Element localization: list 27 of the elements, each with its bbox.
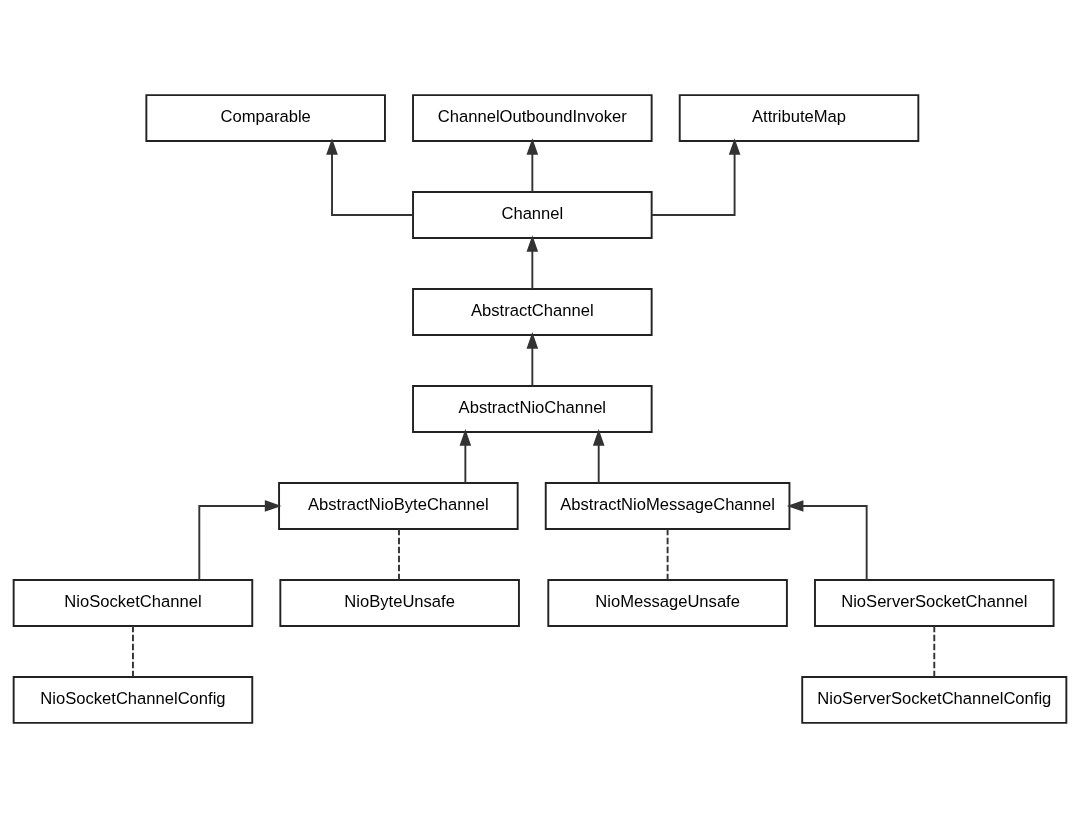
arrow (326, 137, 414, 216)
arrow (650, 137, 741, 216)
node-box: AbstractNioMessageChannel (544, 481, 791, 530)
node-box: NioServerSocketChannelConfig (801, 675, 1068, 724)
node-box: AbstractChannel (412, 287, 653, 336)
node-box: Channel (412, 190, 653, 239)
arrow (526, 137, 539, 193)
node-box: NioByteUnsafe (279, 578, 520, 627)
node-box: NioSocketChannelConfig (12, 675, 254, 724)
arrow (786, 499, 868, 581)
node-box: AttributeMap (678, 93, 920, 142)
arrow (592, 428, 605, 484)
connector (398, 527, 400, 581)
node-box: NioServerSocketChannel (814, 578, 1055, 627)
node-box: NioMessageUnsafe (547, 578, 788, 627)
arrow (198, 499, 282, 581)
node-box: Comparable (145, 93, 386, 142)
node-box: NioSocketChannel (12, 578, 254, 627)
arrow (526, 331, 539, 387)
connector (933, 624, 936, 678)
connector (666, 527, 669, 581)
node-box: AbstractNioChannel (412, 384, 653, 433)
arrow (526, 234, 539, 290)
arrow (459, 428, 472, 484)
connector (132, 624, 134, 678)
node-box: AbstractNioByteChannel (278, 481, 519, 530)
node-box: ChannelOutboundInvoker (412, 93, 653, 142)
